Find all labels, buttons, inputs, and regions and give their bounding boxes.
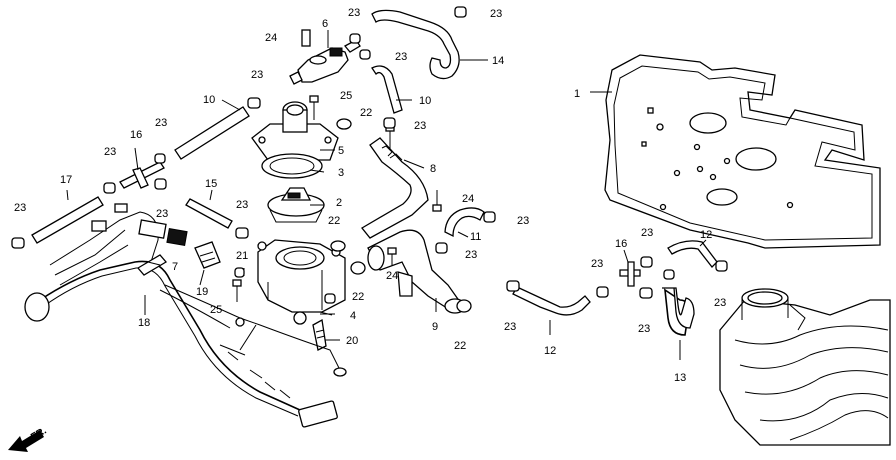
callout-23e: 23 [251,69,263,81]
callout-16b: 16 [615,238,627,250]
callout-1: 1 [574,88,580,100]
hose-13 [662,287,695,336]
callout-23q: 23 [714,297,726,309]
callout-12a: 12 [544,345,556,357]
front-direction-arrow-icon [8,430,44,452]
leader-lines [66,30,707,360]
callout-23f: 23 [236,199,248,211]
sensor-19 [194,241,221,269]
callout-23k: 23 [465,249,477,261]
callout-24a: 24 [265,32,277,44]
clamp-right-group [506,256,728,299]
callout-21: 21 [236,250,248,262]
callout-16a: 16 [130,129,142,141]
o-rings-22 [330,118,472,313]
hose-15 [185,198,233,229]
callout-2: 2 [336,197,342,209]
callout-23o: 23 [641,227,653,239]
callout-19: 19 [196,286,208,298]
callout-25b: 25 [210,304,222,316]
hose-17 [31,196,104,244]
callout-10b: 10 [419,95,431,107]
t-joint-16-right [619,261,641,287]
callout-23m: 23 [504,321,516,333]
hose-11 [444,207,485,238]
bolts [232,95,442,302]
callout-7: 7 [172,261,178,273]
callout-24c: 24 [386,270,398,282]
hose-12-right [667,240,718,268]
callout-23j: 23 [414,120,426,132]
callout-5: 5 [338,145,344,157]
sensor-20 [312,318,327,351]
intake-manifold [719,288,891,446]
hose-14 [371,9,460,80]
callout-10a: 10 [203,94,215,106]
callout-23n: 23 [591,258,603,270]
callout-24b: 24 [462,193,474,205]
callout-22b: 22 [328,215,340,227]
callout-17: 17 [60,174,72,186]
callout-14: 14 [492,55,504,67]
thermostat-housing-4 [257,239,346,325]
callout-20: 20 [346,335,358,347]
thermostat-cover-5 [251,101,339,161]
gasket-3 [261,153,323,179]
t-joint-16-left [119,161,165,189]
callout-13: 13 [674,372,686,384]
callout-15: 15 [205,178,217,190]
hose-10-short [371,65,403,114]
wire-harness-18 [24,203,347,428]
callout-23h: 23 [395,51,407,63]
front-indicator-label: FR. [29,425,49,443]
callout-25a: 25 [340,90,352,102]
callout-22d: 22 [454,340,466,352]
hose-10-long [174,106,250,160]
water-pipe-9 [367,229,466,314]
clamp-left-group [11,6,496,304]
heat-shield-plate [604,54,881,249]
valve-6 [289,29,361,85]
callout-8: 8 [430,163,436,175]
callout-23d: 23 [156,208,168,220]
callout-18: 18 [138,317,150,329]
callout-23p: 23 [638,323,650,335]
callout-12b: 12 [700,229,712,241]
callout-labels: 1 2 3 4 5 6 7 8 9 10 10 11 12 12 13 14 1… [14,7,726,443]
callout-9: 9 [432,321,438,333]
callout-22c: 22 [352,291,364,303]
callout-11: 11 [470,231,481,243]
callout-23a: 23 [14,202,26,214]
callout-23b: 23 [104,146,116,158]
callout-23i: 23 [490,8,502,20]
hose-12-left [512,286,591,316]
callout-6: 6 [322,18,328,30]
callout-23l: 23 [517,215,529,227]
pipe-8 [361,137,429,239]
callout-22a: 22 [360,107,372,119]
callout-3: 3 [338,167,344,179]
callout-23g: 23 [348,7,360,19]
callout-4: 4 [350,310,356,322]
callout-23c: 23 [155,117,167,129]
